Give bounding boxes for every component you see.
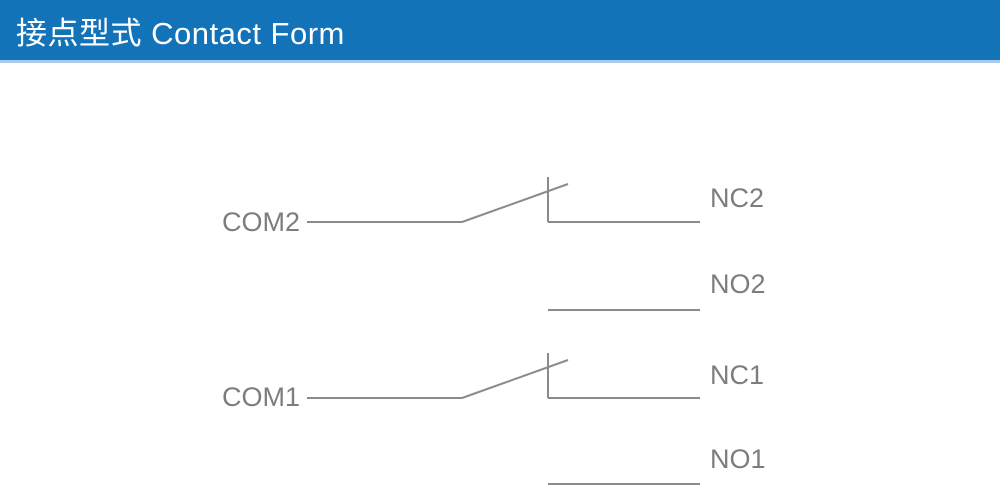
- com2-terminal-label: COM2: [222, 207, 301, 237]
- no1-terminal-label: NO1: [710, 444, 766, 474]
- nc1-terminal-label: NC1: [710, 360, 765, 390]
- nc2-terminal-label: NC2: [710, 183, 765, 213]
- no2-terminal-label: NO2: [710, 269, 766, 299]
- pole1-moving-blade-line: [461, 359, 569, 399]
- section-header: 接点型式 Contact Form: [0, 0, 1000, 63]
- section-header-title: 接点型式 Contact Form: [16, 15, 345, 51]
- com1-terminal-label: COM1: [222, 382, 301, 412]
- pole2-moving-blade-line: [461, 183, 569, 223]
